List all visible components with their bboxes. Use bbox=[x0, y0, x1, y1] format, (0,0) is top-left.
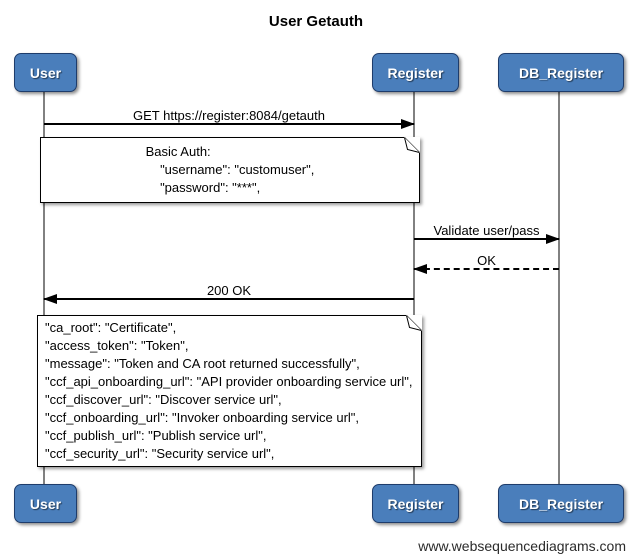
note-line: "password": "***", bbox=[145, 180, 261, 195]
actor-label-user: User bbox=[29, 64, 62, 81]
note-line: "ccf_onboarding_url": "Invoker onboardin… bbox=[45, 410, 360, 425]
actor-box-register-bottom: Register bbox=[372, 484, 459, 523]
message-label-200-ok: 200 OK bbox=[206, 283, 252, 298]
note-folded-corner-icon bbox=[406, 315, 422, 331]
arrowhead-right-icon bbox=[401, 119, 415, 129]
message-line bbox=[44, 298, 414, 300]
message-label-validate: Validate user/pass bbox=[433, 223, 540, 238]
note-line: "ccf_security_url": "Security service ur… bbox=[45, 446, 275, 461]
watermark-link[interactable]: www.websequencediagrams.com bbox=[418, 538, 626, 554]
actor-box-user-bottom: User bbox=[14, 484, 77, 523]
actor-label-db-register: DB_Register bbox=[518, 495, 604, 512]
arrowhead-right-icon bbox=[546, 234, 560, 244]
note-line: Basic Auth: bbox=[145, 144, 211, 159]
note-line: "ca_root": "Certificate", bbox=[45, 320, 177, 335]
note-line: "access_token": "Token", bbox=[45, 338, 189, 353]
message-line-dashed bbox=[414, 268, 559, 270]
actor-label-user: User bbox=[29, 495, 62, 512]
actor-box-db-register-bottom: DB_Register bbox=[498, 484, 624, 523]
note-line: "ccf_discover_url": "Discover service ur… bbox=[45, 392, 282, 407]
note-auth-response: "ca_root": "Certificate", "access_token"… bbox=[37, 315, 422, 467]
message-label-ok: OK bbox=[477, 253, 496, 268]
lifeline-user bbox=[43, 92, 45, 485]
note-line: "message": "Token and CA root returned s… bbox=[45, 356, 360, 371]
note-line: "ccf_api_onboarding_url": "API provider … bbox=[45, 374, 413, 389]
actor-box-db-register-top: DB_Register bbox=[498, 53, 624, 92]
actor-label-register: Register bbox=[387, 64, 444, 81]
message-line bbox=[414, 238, 559, 240]
diagram-title: User Getauth bbox=[268, 13, 364, 30]
lifeline-db-register bbox=[558, 92, 560, 485]
actor-box-user-top: User bbox=[14, 53, 77, 92]
note-line: "ccf_publish_url": "Publish service url"… bbox=[45, 428, 267, 443]
message-line bbox=[44, 123, 414, 125]
note-folded-corner-icon bbox=[404, 137, 420, 153]
arrowhead-left-icon bbox=[43, 294, 57, 304]
actor-label-register: Register bbox=[387, 495, 444, 512]
message-label-get-getauth: GET https://register:8084/getauth bbox=[133, 108, 325, 123]
actor-label-db-register: DB_Register bbox=[518, 64, 604, 81]
note-body: Basic Auth: "username": "customuser", "p… bbox=[146, 138, 315, 202]
lifeline-register bbox=[413, 92, 415, 485]
note-line: "username": "customuser", bbox=[145, 162, 315, 177]
arrowhead-left-icon bbox=[413, 264, 427, 274]
actor-box-register-top: Register bbox=[372, 53, 459, 92]
note-basic-auth: Basic Auth: "username": "customuser", "p… bbox=[40, 137, 420, 203]
